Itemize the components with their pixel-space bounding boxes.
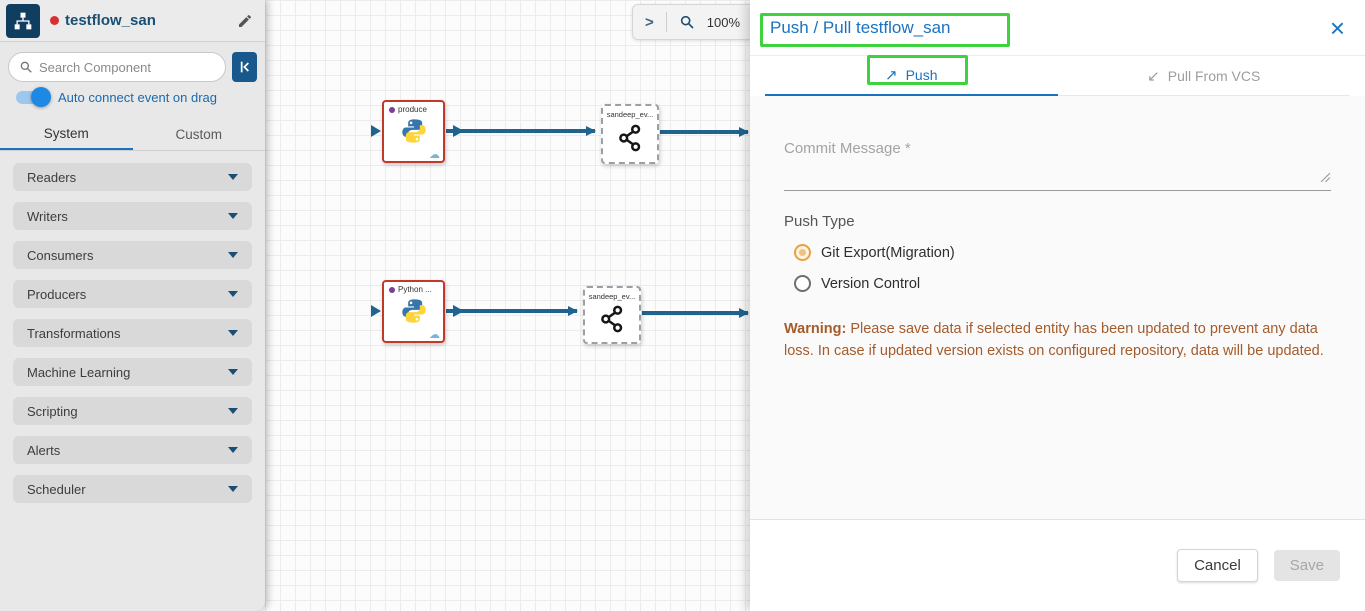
panel-header: Push / Pull testflow_san × (750, 0, 1365, 56)
node-kafka-1[interactable]: sandeep_ev... (601, 104, 659, 164)
tab-pull-from-vcs[interactable]: ↙ Pull From VCS (1057, 56, 1350, 96)
close-icon[interactable]: × (1329, 12, 1345, 43)
warning-body: Please save data if selected entity has … (784, 321, 1324, 359)
category-transformations[interactable]: Transformations (13, 319, 252, 347)
chevron-down-icon (228, 408, 238, 414)
flow-header: testflow_san (0, 0, 265, 42)
commit-message-label: Commit Message * (784, 140, 911, 157)
commit-message-group: Commit Message * (784, 140, 1331, 191)
chevron-down-icon (228, 369, 238, 375)
category-alerts[interactable]: Alerts (13, 436, 252, 464)
chevron-down-icon (228, 486, 238, 492)
node-label: sandeep_ev... (588, 292, 636, 301)
radio-git-export-label: Git Export(Migration) (821, 244, 955, 261)
python-icon (384, 114, 443, 146)
radio-git-export[interactable]: Git Export(Migration) (794, 244, 1331, 261)
category-producers[interactable]: Producers (13, 280, 252, 308)
cloud-icon: ☁ (429, 329, 440, 341)
python-icon (384, 294, 443, 326)
node-label: Python ... (398, 285, 432, 294)
resize-grip-icon[interactable] (1320, 170, 1331, 188)
node-label-row: Python ... (384, 282, 443, 294)
flow-status-dot (50, 16, 59, 25)
commit-message-input[interactable] (784, 165, 1331, 190)
search-input[interactable] (39, 59, 215, 75)
tab-push-label: Push (905, 67, 938, 83)
auto-connect-label: Auto connect event on drag (58, 90, 218, 105)
chevron-down-icon (228, 174, 238, 180)
radio-selected-icon[interactable] (794, 244, 811, 261)
node-label: sandeep_ev... (606, 110, 654, 119)
flow-icon (6, 3, 40, 38)
push-type-label: Push Type (784, 213, 855, 230)
kafka-icon (597, 303, 627, 340)
node-label: produce (398, 105, 427, 114)
cloud-icon: ☁ (429, 149, 440, 161)
arrow-down-left-icon: ↙ (1147, 67, 1160, 85)
push-pull-panel: Push / Pull testflow_san × ↗ Push ↙ Pull… (750, 0, 1365, 611)
auto-connect-row: Auto connect event on drag (16, 87, 257, 107)
panel-footer: Cancel Save (750, 520, 1365, 611)
component-categories: Readers Writers Consumers Producers Tran… (0, 151, 265, 503)
category-readers[interactable]: Readers (13, 163, 252, 191)
tab-pull-label: Pull From VCS (1167, 67, 1261, 84)
node-python-2[interactable]: Python ... ☁ (382, 280, 445, 343)
warning-title: Warning: (784, 321, 847, 337)
search-icon (19, 60, 33, 74)
expand-panel-chevron-icon[interactable]: > (645, 13, 654, 31)
category-scheduler[interactable]: Scheduler (13, 475, 252, 503)
radio-version-control[interactable]: Version Control (794, 275, 1331, 292)
flow-name: testflow_san (65, 12, 156, 29)
radio-version-control-label: Version Control (821, 275, 921, 292)
commit-message-field (784, 165, 1331, 191)
zoom-icon[interactable] (679, 14, 695, 30)
node-status-dot (389, 106, 395, 113)
chevron-down-icon (228, 330, 238, 336)
arrow-up-right-icon: ↗ (885, 67, 898, 84)
push-form: Commit Message * Push Type Git Export(Mi… (750, 96, 1365, 520)
category-consumers[interactable]: Consumers (13, 241, 252, 269)
node-produce[interactable]: produce ☁ (382, 100, 445, 163)
category-machine-learning[interactable]: Machine Learning (13, 358, 252, 386)
warning-text: Warning: Please save data if selected en… (784, 318, 1331, 362)
auto-connect-toggle[interactable] (16, 87, 51, 107)
search-component-field[interactable] (8, 52, 226, 82)
node-status-dot (389, 286, 395, 293)
save-button[interactable]: Save (1273, 550, 1340, 581)
chevron-down-icon (228, 213, 238, 219)
chevron-down-icon (228, 447, 238, 453)
edit-flow-name-icon[interactable] (237, 13, 253, 29)
zoom-level: 100% (706, 14, 741, 30)
cancel-button[interactable]: Cancel (1177, 549, 1258, 582)
kafka-icon (615, 121, 645, 160)
node-kafka-2[interactable]: sandeep_ev... (583, 286, 641, 344)
node-label-row: produce (384, 102, 443, 114)
search-row (8, 52, 257, 82)
chevron-down-icon (228, 252, 238, 258)
collapse-sidebar-button[interactable] (232, 52, 257, 82)
category-scripting[interactable]: Scripting (13, 397, 252, 425)
category-writers[interactable]: Writers (13, 202, 252, 230)
panel-title: Push / Pull testflow_san (770, 17, 951, 37)
panel-tabs: ↗ Push ↙ Pull From VCS (750, 56, 1365, 96)
tab-push[interactable]: ↗ Push (765, 56, 1058, 96)
tab-custom[interactable]: Custom (175, 126, 222, 142)
chevron-down-icon (228, 291, 238, 297)
radio-unselected-icon[interactable] (794, 275, 811, 292)
component-sidebar: testflow_san (0, 0, 265, 611)
toolbar-divider (665, 12, 667, 32)
tab-system[interactable]: System (0, 118, 133, 150)
toggle-knob (31, 87, 51, 107)
sidebar-tabs: System Custom (0, 118, 265, 151)
